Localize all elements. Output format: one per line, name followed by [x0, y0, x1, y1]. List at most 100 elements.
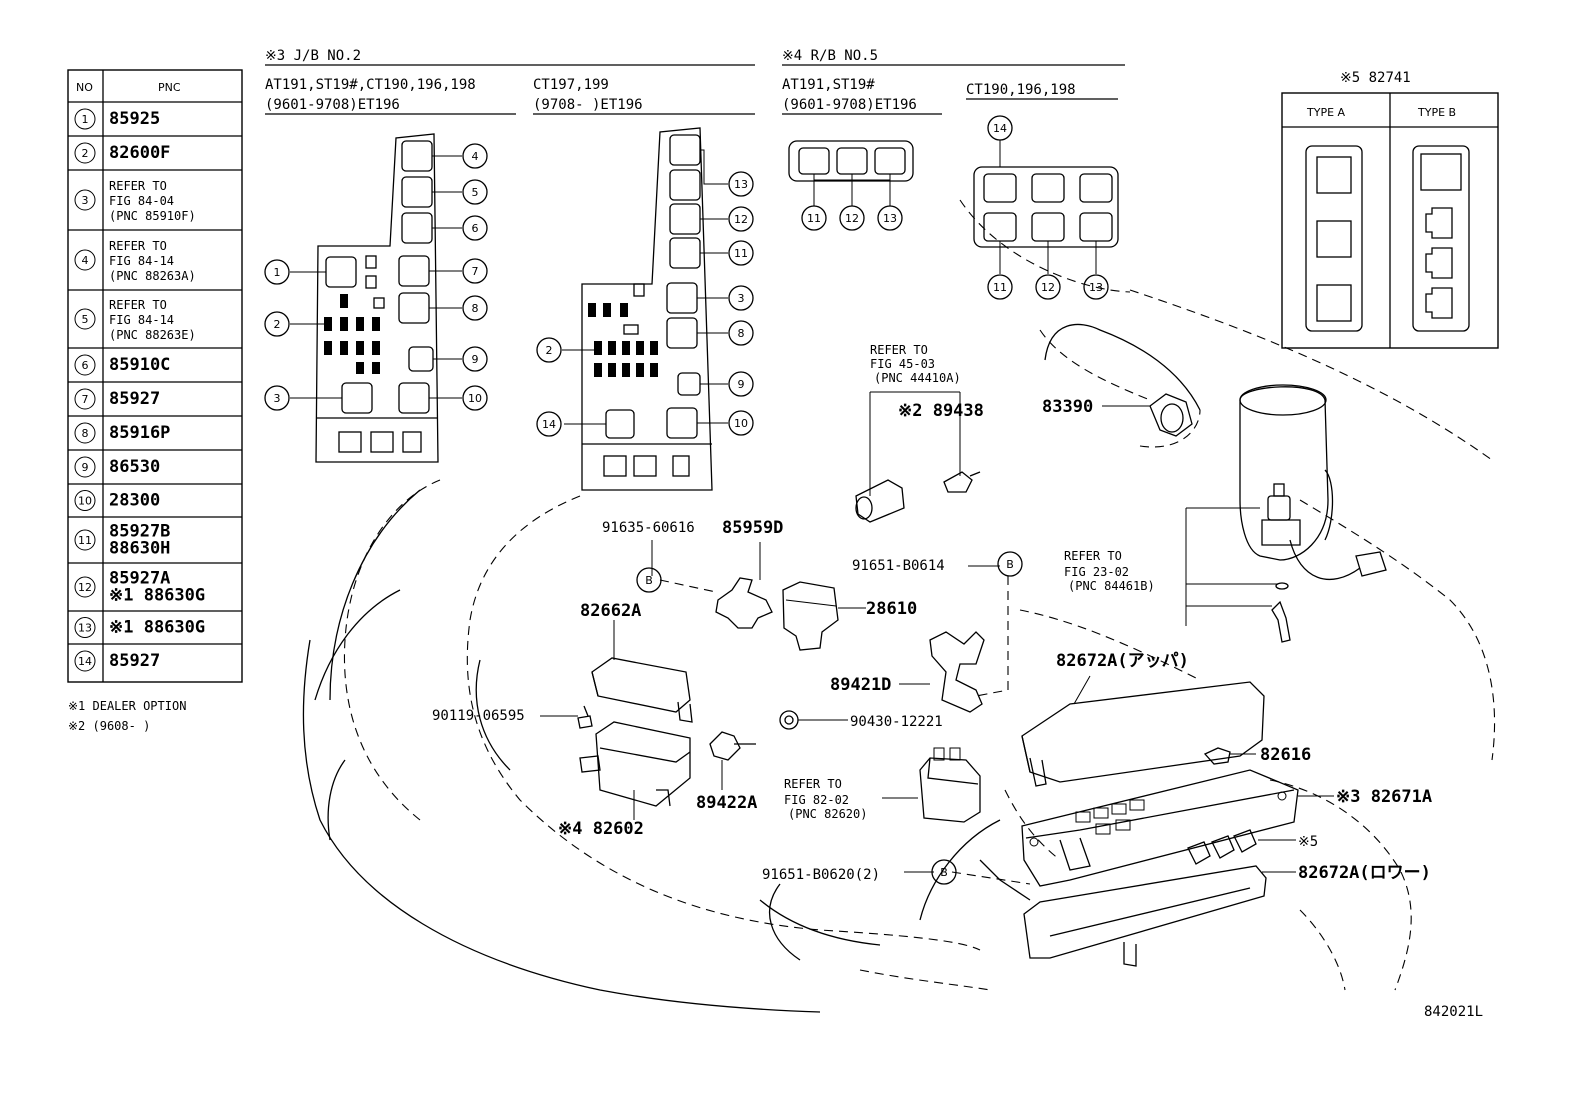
- callout-number: 8: [738, 327, 745, 340]
- callout-number: 1: [274, 266, 281, 279]
- callout-number: 8: [472, 302, 479, 315]
- table-row-pnc-line: FIG 84-14: [109, 254, 174, 268]
- part-83390: 83390: [1042, 397, 1093, 417]
- refer-45-03-line1: REFER TO: [870, 343, 928, 357]
- callout-circle-3: [728, 285, 754, 311]
- refer-23-02-line2: FIG 23-02: [1064, 565, 1129, 579]
- table-row-number: 7: [82, 393, 89, 406]
- table-row-pnc-line: 88630H: [109, 539, 170, 559]
- callout-number: 14: [993, 122, 1007, 135]
- callout-number: 3: [274, 392, 281, 405]
- callout-circle-9: [728, 371, 754, 397]
- type-a-label: TYPE A: [1306, 106, 1346, 119]
- callout-number: B: [1006, 558, 1014, 571]
- callout-circle-11: [987, 274, 1013, 300]
- rb5-right-heading: CT190,196,198: [966, 82, 1076, 98]
- callout-circle-12: [1035, 274, 1061, 300]
- callout-number: 6: [472, 222, 479, 235]
- table-row-number: 13: [78, 622, 92, 635]
- table-row-pnc-line: ※1 88630G: [109, 618, 205, 638]
- callout-number: 14: [542, 418, 556, 431]
- callout-number: 11: [993, 281, 1007, 294]
- table-row-pnc-line: 85916P: [109, 423, 170, 443]
- jb2-right-heading-1: CT197,199: [533, 77, 609, 93]
- table-row-number-circle: [74, 249, 96, 271]
- note-date-range: ※2 (9608- ): [68, 719, 150, 733]
- table-row-pnc-line: 28300: [109, 491, 160, 511]
- table-row-pnc-line: 85927: [109, 651, 160, 671]
- jb2-left-block: [315, 133, 439, 463]
- table-row-pnc-line: FIG 84-14: [109, 313, 174, 327]
- callout-circle-1: [264, 259, 290, 285]
- table-row-pnc-line: 85927: [109, 389, 160, 409]
- rb5-right-block: [973, 140, 1119, 274]
- callout-number: 11: [807, 212, 821, 225]
- part-28610: 28610: [866, 599, 917, 619]
- table-row-number-circle: [74, 576, 96, 598]
- refer-45-03-line2: FIG 45-03: [870, 357, 935, 371]
- callout-circle-6: [462, 215, 488, 241]
- callout-circle-5: [462, 179, 488, 205]
- part-82616: 82616: [1260, 745, 1311, 765]
- table-row-pnc-line: 85927A: [109, 569, 170, 589]
- callout-circle-4: [462, 143, 488, 169]
- table-row-number-circle: [74, 388, 96, 410]
- callout-number: 5: [472, 186, 479, 199]
- table-row-pnc-line: 82600F: [109, 143, 170, 163]
- table-row-number: 12: [78, 581, 92, 594]
- table-row-number-circle: [74, 456, 96, 478]
- callout-number: 3: [738, 292, 745, 305]
- callout-circle-9: [462, 346, 488, 372]
- table-row-number-circle: [74, 490, 96, 511]
- table-row-pnc-line: 86530: [109, 457, 160, 477]
- jb2-right-heading-2: (9708- )ET196: [533, 97, 643, 113]
- callout-circle-2: [536, 337, 562, 363]
- callout-number: 2: [546, 344, 553, 357]
- table-row-pnc-line: ※1 88630G: [109, 586, 205, 606]
- table-row-number: 10: [78, 495, 92, 508]
- callout-circle-10: [728, 410, 754, 436]
- refer-82-02-line2: FIG 82-02: [784, 793, 849, 807]
- part-89421d: 89421D: [830, 675, 891, 695]
- part-82672a-upper: 82672A(アッパ): [1056, 651, 1189, 671]
- callout-circle-14: [536, 411, 562, 437]
- callout-circle-14: [987, 115, 1013, 141]
- relay-type-box: ※5 82741 TYPE A TYPE B: [1281, 70, 1499, 349]
- table-row-number: 1: [82, 113, 89, 126]
- table-header-pnc: PNC: [158, 81, 181, 94]
- rb5-left-heading-2: (9601-9708)ET196: [782, 97, 917, 113]
- part-82672a-lower: 82672A(ロワー): [1298, 863, 1431, 883]
- type-b-label: TYPE B: [1417, 106, 1456, 119]
- car-body-outline: [302, 199, 1496, 1013]
- table-row-number-circle: [74, 142, 96, 164]
- refer-23-02-line1: REFER TO: [1064, 549, 1122, 563]
- rb5-left-heading-1: AT191,ST19#: [782, 77, 875, 93]
- part-90430-12221: 90430-12221: [850, 714, 943, 730]
- callout-circle-13: [728, 171, 754, 197]
- callout-circle-12: [839, 205, 865, 231]
- callout-number: B: [940, 866, 948, 879]
- callout-number: 9: [472, 353, 479, 366]
- table-row-pnc-line: REFER TO: [109, 179, 167, 193]
- part-89438: ※2 89438: [898, 401, 984, 421]
- table-row-number: 9: [82, 461, 89, 474]
- table-row-pnc-line: (PNC 88263E): [109, 328, 196, 342]
- callout-circle-11: [728, 240, 754, 266]
- table-row-number: 2: [82, 147, 89, 160]
- table-row-number-circle: [74, 650, 96, 672]
- table-row-number: 4: [82, 254, 89, 267]
- callout-number: 2: [274, 318, 281, 331]
- callout-number: 10: [468, 392, 482, 405]
- callout-circle-3: [264, 385, 290, 411]
- part-82671a: ※3 82671A: [1336, 787, 1432, 807]
- callout-circle-8: [462, 295, 488, 321]
- callout-number: 10: [734, 417, 748, 430]
- table-row-pnc-line: 85927B: [109, 522, 170, 542]
- callout-circle-b: [997, 551, 1023, 577]
- callout-number: 13: [734, 178, 748, 191]
- refer-82-02-line3: (PNC 82620): [788, 807, 867, 821]
- table-row-number-circle: [74, 529, 96, 551]
